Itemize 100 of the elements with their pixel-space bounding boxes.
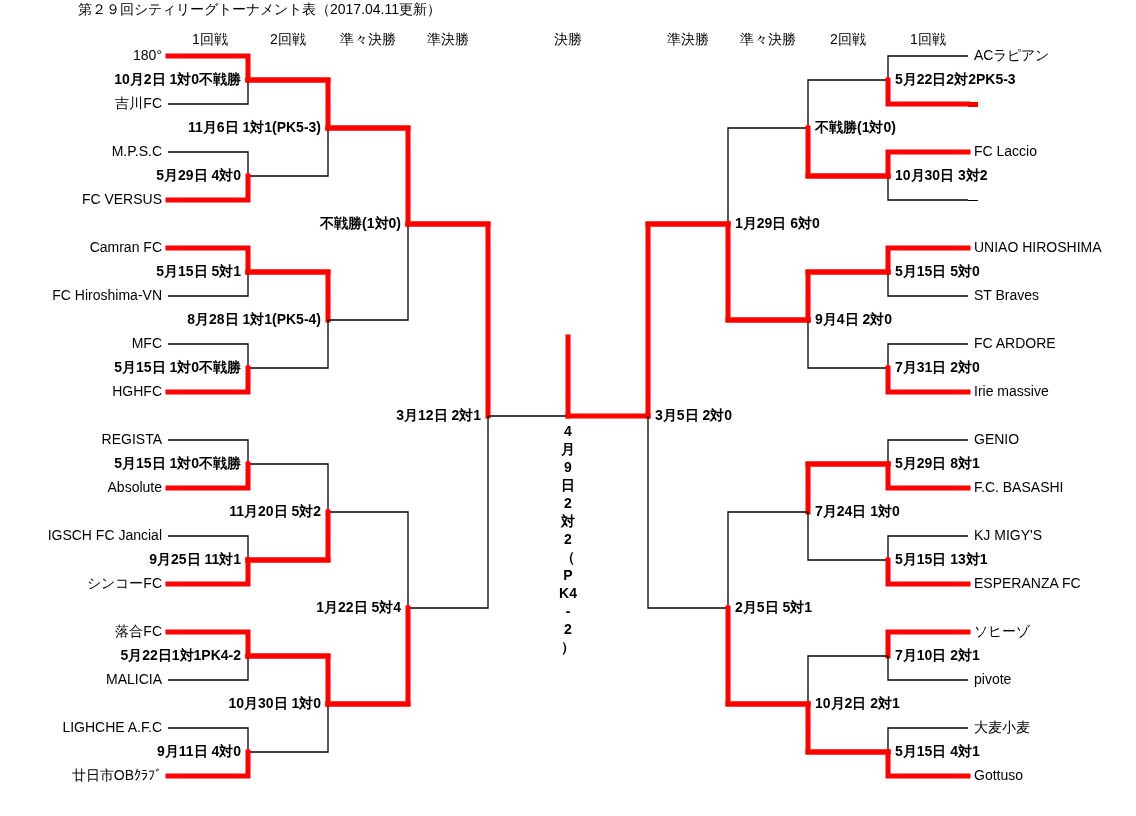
team-name: シンコーFC (87, 574, 168, 592)
match-result: 5月15日 4対1 (889, 742, 980, 760)
team-name: MFC (131, 334, 168, 352)
match-result: 不戦勝(1対0) (809, 118, 896, 136)
bracket-line (887, 343, 969, 369)
bracket-line (487, 415, 569, 417)
bracket-line (565, 334, 571, 419)
round-heading: 2回戦 (829, 30, 867, 48)
round-heading: 決勝 (553, 30, 583, 48)
match-result: 5月15日 13対1 (889, 550, 988, 568)
match-result: 11月20日 5対2 (229, 502, 327, 520)
bracket-line (167, 151, 249, 177)
bracket-line (807, 655, 889, 705)
bracket-line (165, 173, 251, 203)
match-result: 10月30日 1対0 (228, 694, 327, 712)
bracket-line (167, 535, 249, 561)
match-result: 5月29日 8対1 (889, 454, 980, 472)
match-result: 7月24日 1対0 (809, 502, 900, 520)
match-result: 9月25日 11対1 (149, 550, 247, 568)
team-name: FC ARDORE (968, 334, 1056, 352)
match-result: 5月15日 5対1 (156, 262, 247, 280)
title: 第２９回シティリーグトーナメント表（2017.04.11更新） (78, 0, 442, 18)
bracket-line (885, 629, 971, 659)
team-name: F.C. BASASHI (968, 478, 1064, 496)
team-name: 180° (133, 46, 168, 64)
match-result: 1月29日 6対0 (729, 214, 820, 232)
bracket-line (167, 727, 249, 753)
bracket-line (165, 365, 251, 395)
match-result: 10月2日 2対1 (809, 694, 900, 712)
round-heading: 準々決勝 (339, 30, 397, 48)
team-name: Absolute (107, 478, 168, 496)
team-name: REGISTA (101, 430, 168, 448)
team-name: FC Hiroshima-VN (52, 286, 168, 304)
team-name: 大麦小麦 (968, 718, 1030, 736)
team-name: ACラピアン (968, 46, 1050, 64)
match-result: 8月28日 1対1(PK5-4) (187, 310, 327, 328)
match-result: 3月12日 2対1 (396, 406, 487, 424)
team-name: FC VERSUS (81, 190, 168, 208)
bracket-line (165, 461, 251, 491)
match-result: 7月10日 2対1 (889, 646, 980, 664)
round-heading: 準々決勝 (739, 30, 797, 48)
match-result: 5月22日2対2PK5-3 (889, 70, 1016, 88)
match-result: 7月31日 2対0 (889, 358, 980, 376)
bracket-line (887, 535, 969, 561)
team-name: GENIO (968, 430, 1020, 448)
bracket-line (727, 127, 809, 225)
team-name: pivote (968, 670, 1012, 688)
team-name: LIGHCHE A.F.C (62, 718, 168, 736)
match-result: 9月11日 4対0 (156, 742, 247, 760)
final-result: 4月9日 2対2（PK4-2） (559, 418, 577, 656)
round-heading: 準決勝 (426, 30, 470, 48)
match-result: 10月30日 3対2 (889, 166, 988, 184)
match-result: 2月5日 5対1 (729, 598, 813, 616)
bracket-line (885, 365, 971, 395)
round-heading: 1回戦 (191, 30, 229, 48)
round-heading: 1回戦 (909, 30, 947, 48)
team-name: Camran FC (89, 238, 168, 256)
bracket-line (165, 749, 251, 779)
bracket-line (887, 727, 969, 753)
line-end (968, 199, 978, 201)
round-heading: 準決勝 (666, 30, 710, 48)
match-result: 不戦勝(1対0) (320, 214, 407, 232)
team-name: ST Braves (968, 286, 1040, 304)
bracket-line (885, 557, 971, 587)
team-name: MALICIA (106, 670, 168, 688)
match-result: 3月5日 2対0 (649, 406, 733, 424)
team-name: IGSCH FC Jancial (47, 526, 168, 544)
bracket-line (887, 655, 969, 681)
match-result: 5月22日1対1PK4-2 (120, 646, 247, 664)
bracket-line (727, 511, 809, 609)
team-name: 廿日市OBｸﾗﾌﾞ (71, 766, 168, 784)
match-result: 10月2日 1対0不戦勝 (114, 70, 247, 88)
bracket-line (887, 55, 969, 81)
line-end (968, 101, 978, 107)
team-name: ソヒーゾ (968, 622, 1030, 640)
team-name: M.P.S.C (111, 142, 168, 160)
match-result: 1月22日 5対4 (316, 598, 407, 616)
bracket-line (807, 79, 889, 129)
team-name: Irie massive (968, 382, 1049, 400)
match-result: 5月29日 4対0 (156, 166, 247, 184)
bracket-line (167, 343, 249, 369)
round-heading: 2回戦 (269, 30, 307, 48)
match-result: 5月15日 1対0不戦勝 (114, 454, 247, 472)
match-result: 5月15日 5対0 (889, 262, 980, 280)
team-name: KJ MIGY'S (968, 526, 1043, 544)
match-result: 9月4日 2対0 (809, 310, 893, 328)
match-result: 5月15日 1対0不戦勝 (114, 358, 247, 376)
team-name: Gottuso (968, 766, 1024, 784)
team-name: HGHFC (112, 382, 168, 400)
bracket-line (807, 511, 889, 561)
bracket-line (647, 415, 729, 609)
bracket-line (885, 77, 971, 107)
match-result: 11月6日 1対1(PK5-3) (187, 118, 327, 136)
team-name: 吉川FC (115, 94, 168, 112)
bracket-line (887, 439, 969, 465)
team-name: FC Laccio (968, 142, 1038, 160)
team-name: 落合FC (115, 622, 168, 640)
bracket-line (167, 439, 249, 465)
team-name: UNIAO HIROSHIMA (968, 238, 1102, 256)
team-name: ESPERANZA FC (968, 574, 1081, 592)
